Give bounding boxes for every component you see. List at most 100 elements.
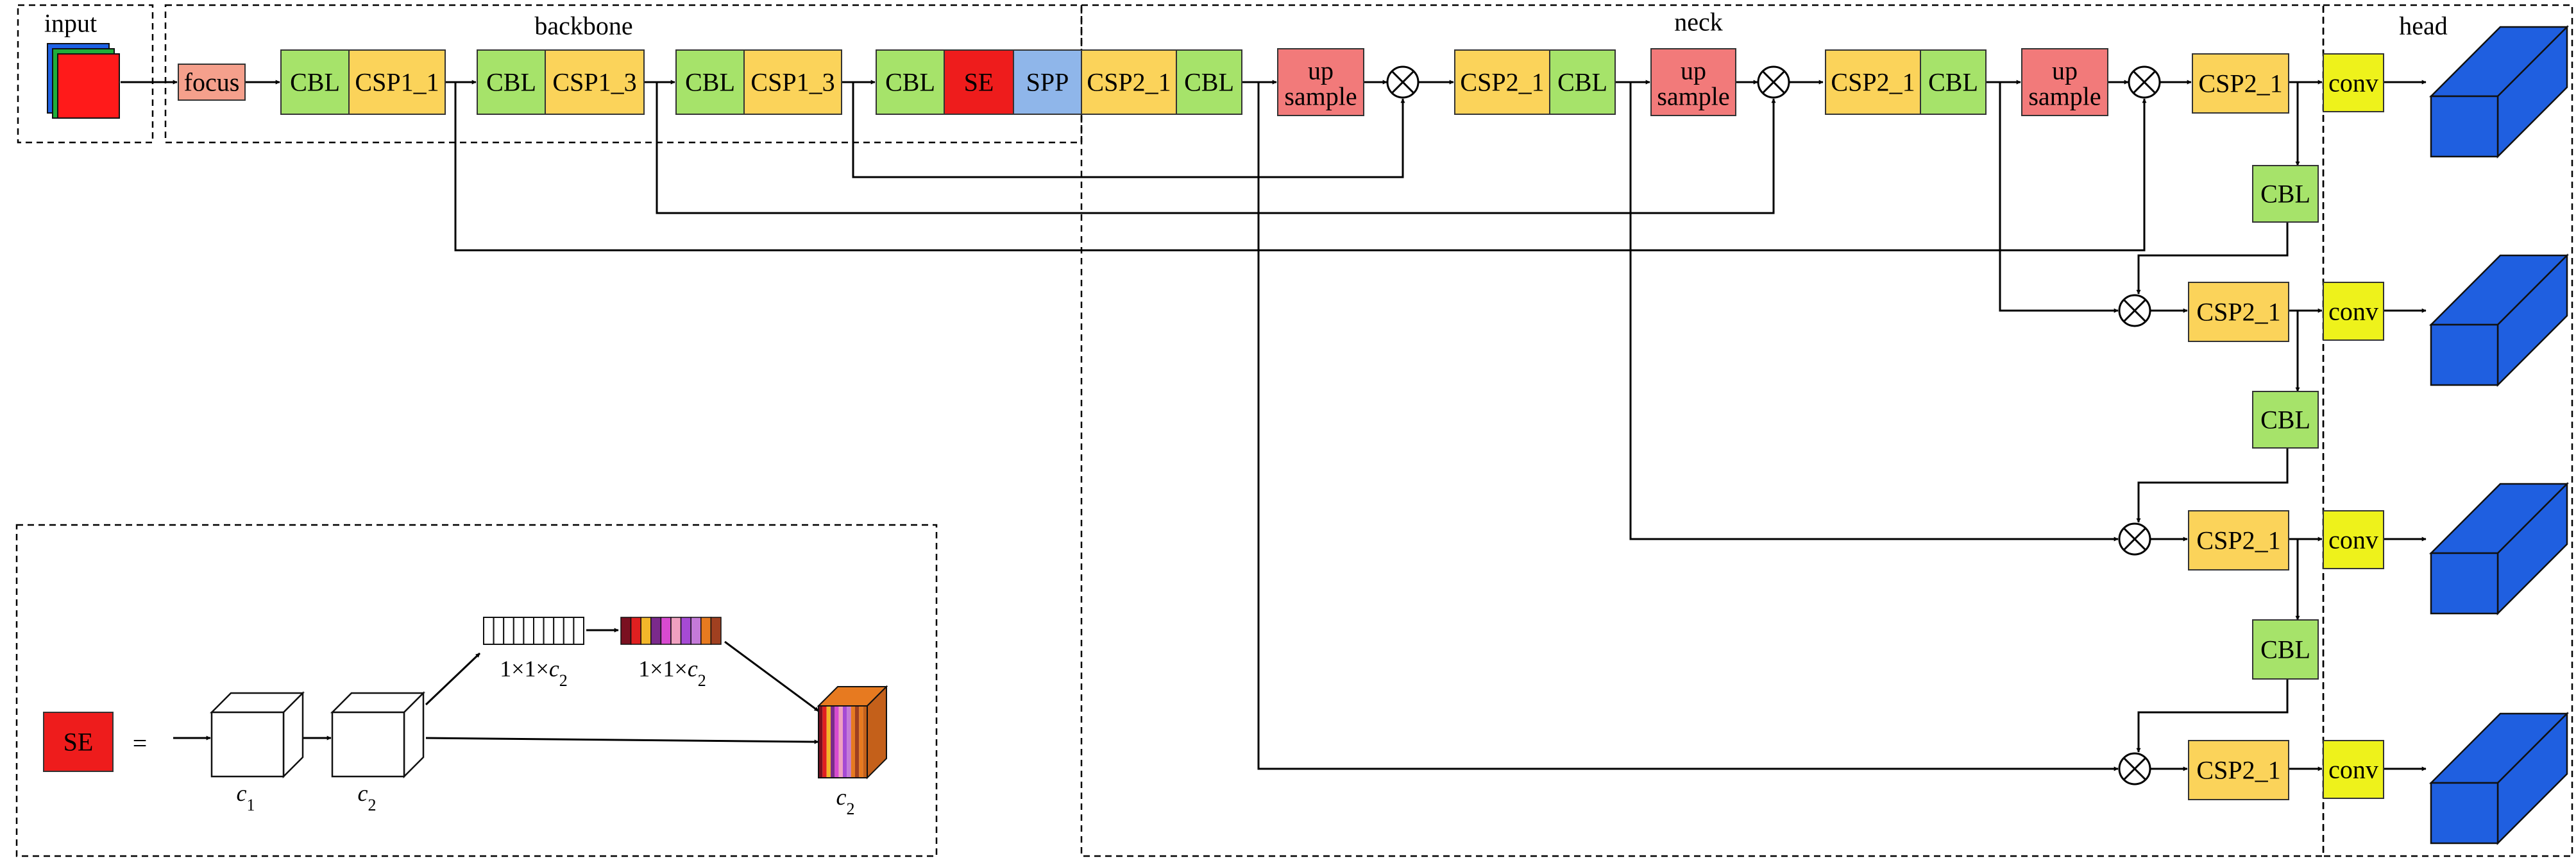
se-output-slice bbox=[835, 706, 839, 778]
se-label-c2: c2 bbox=[358, 780, 377, 814]
neck-upsample-1-box bbox=[1277, 48, 1364, 116]
se-excitation-band bbox=[660, 617, 672, 645]
neck-cbl-p1-label: CBL bbox=[2260, 180, 2310, 209]
head-output-cube-3-front bbox=[2430, 552, 2499, 615]
neck-upsample-2-label-1: up bbox=[1681, 56, 1706, 85]
se-squeeze-band bbox=[573, 617, 585, 645]
neck-csp2-1-p4-box bbox=[2188, 740, 2289, 800]
head-conv-4-label: conv bbox=[2328, 755, 2378, 784]
backbone-se-box bbox=[944, 49, 1014, 115]
mul-op-4 bbox=[2118, 294, 2151, 327]
se-cube-c1-front bbox=[210, 711, 285, 778]
mul-op-3-cross-b bbox=[2132, 70, 2157, 94]
backbone-se-label: SE bbox=[964, 68, 994, 97]
backbone-csp1-3-b: CSP1_3 bbox=[743, 49, 842, 115]
head-conv-1-box bbox=[2323, 53, 2384, 112]
neck-cbl-p1-box bbox=[2252, 165, 2319, 223]
backbone-csp1-1-label: CSP1_1 bbox=[355, 68, 439, 97]
backbone-cbl-3-box bbox=[675, 49, 745, 115]
head-output-cube-3 bbox=[2428, 481, 2570, 616]
head-conv-3-label: conv bbox=[2328, 526, 2378, 554]
neck-upsample-2-label-2: sample bbox=[1657, 82, 1729, 111]
head-output-cube-4-front bbox=[2430, 782, 2499, 845]
se-cube-c2 bbox=[330, 691, 426, 779]
neck-csp2-1-c: CSP2_1 bbox=[1825, 49, 1921, 115]
neck-cbl-b-box bbox=[1549, 49, 1616, 115]
se-legend-box bbox=[43, 712, 114, 772]
neck-csp2-1-b: CSP2_1 bbox=[1454, 49, 1550, 115]
se-line-c2-squeeze bbox=[425, 652, 481, 706]
se-output-slice bbox=[842, 706, 847, 778]
neck-cbl-p3-label: CBL bbox=[2260, 635, 2310, 664]
multiply-ops bbox=[1386, 65, 2161, 785]
backbone-cbl-2: CBL bbox=[477, 49, 546, 115]
backbone-cbl-3-label: CBL bbox=[685, 68, 735, 97]
mul-op-1-cross-b bbox=[1391, 70, 1415, 94]
se-squeeze-band bbox=[503, 617, 514, 645]
backbone-csp1-3-a-label: CSP1_3 bbox=[552, 68, 636, 97]
neck-cbl-a-box bbox=[1176, 49, 1242, 115]
head-conv-2-label: conv bbox=[2328, 297, 2378, 326]
se-output-slice bbox=[854, 706, 860, 778]
neck-csp2-1-p1: CSP2_1 bbox=[2192, 53, 2289, 114]
head-conv-1-label: conv bbox=[2328, 69, 2378, 98]
se-label-c2-output: c2 bbox=[836, 784, 855, 818]
se-legend-label: SE bbox=[64, 728, 94, 757]
se-output-slice bbox=[863, 706, 867, 778]
se-cube-c2-front bbox=[331, 711, 405, 778]
neck-title: neck bbox=[1674, 8, 1723, 37]
se-output-slice bbox=[851, 706, 855, 778]
backbone-cbl-4: CBL bbox=[876, 49, 945, 115]
tap-neck1-mul6 bbox=[1257, 82, 2119, 771]
se-squeeze-vector bbox=[483, 617, 585, 645]
input-image-stack bbox=[47, 43, 120, 119]
se-excitation-band bbox=[630, 617, 641, 645]
head-conv-3-box bbox=[2323, 510, 2384, 569]
neck-csp2-1-p3-label: CSP2_1 bbox=[2196, 526, 2280, 555]
backbone-se: SE bbox=[944, 49, 1014, 115]
head-conv-4-box bbox=[2323, 740, 2384, 799]
input-frame bbox=[17, 4, 154, 144]
se-output-slice bbox=[818, 706, 823, 778]
se-squeeze-band bbox=[533, 617, 545, 645]
backbone-cbl-1-box bbox=[280, 49, 350, 115]
head-outputs bbox=[2428, 24, 2570, 846]
focus-block: focus bbox=[178, 64, 246, 101]
neck-csp2-1-p1-box bbox=[2192, 53, 2289, 114]
mul-op-2 bbox=[1757, 65, 1790, 99]
neck-csp2-1-b-label: CSP2_1 bbox=[1460, 68, 1544, 97]
line-cbl-b-mul5 bbox=[2136, 448, 2289, 523]
neck-upsample-1-label-2: sample bbox=[1284, 82, 1357, 111]
neck-cbl-b-label: CBL bbox=[1557, 68, 1607, 97]
neck-csp2-1-p4-label: CSP2_1 bbox=[2196, 756, 2280, 785]
se-excitation-band bbox=[670, 617, 682, 645]
head-output-cube-4 bbox=[2428, 711, 2570, 846]
head-frame bbox=[2322, 4, 2573, 857]
neck-csp2-1-c-label: CSP2_1 bbox=[1831, 68, 1915, 97]
neck-cbl-a-label: CBL bbox=[1184, 68, 1234, 97]
head-conv-2-box bbox=[2323, 282, 2384, 341]
skip-stage2-mul2 bbox=[656, 82, 1776, 214]
mul-op-5 bbox=[2118, 522, 2151, 556]
se-squeeze-band bbox=[493, 617, 505, 645]
se-output-slice bbox=[847, 706, 851, 778]
se-squeeze-band bbox=[483, 617, 495, 645]
backbone-csp1-3-b-box bbox=[743, 49, 842, 115]
neck-cbl-c-label: CBL bbox=[1928, 68, 1978, 97]
input-title: input bbox=[44, 9, 97, 38]
head-output-cube-2 bbox=[2428, 253, 2570, 388]
se-excitation-label: 1×1×c2 bbox=[638, 656, 706, 690]
neck-csp2-1-p2-label: CSP2_1 bbox=[2196, 298, 2280, 327]
backbone-spp-box bbox=[1013, 49, 1082, 115]
se-output-slice bbox=[822, 706, 827, 778]
se-output-front bbox=[818, 705, 868, 778]
se-output-stack bbox=[817, 685, 888, 780]
neck-cbl-c-box bbox=[1920, 49, 1987, 115]
se-output-slice bbox=[830, 706, 835, 778]
se-excitation-band bbox=[700, 617, 712, 645]
